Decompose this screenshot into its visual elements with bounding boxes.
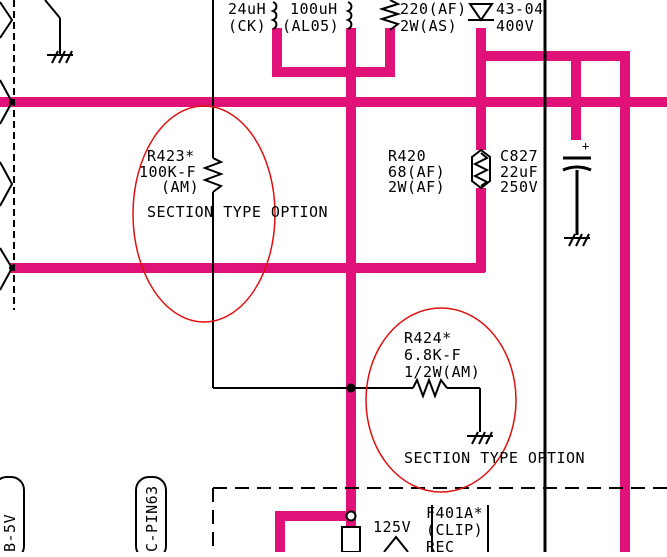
svg-text:+: + <box>582 139 590 153</box>
top-resistor-symbol <box>378 0 402 31</box>
diode-symbol <box>468 3 494 22</box>
connector-pin <box>0 1 14 39</box>
bottom-component-body <box>341 526 361 553</box>
c827-capacitor-symbol: + <box>562 139 592 172</box>
c827-value: 22uF <box>500 163 538 181</box>
r424-value: 6.8K-F <box>404 346 461 364</box>
junction-ring <box>345 510 357 522</box>
ground-symbol <box>47 50 73 64</box>
junction-dot <box>346 383 356 393</box>
l2-label: 100uH <box>290 0 338 18</box>
magenta-traces <box>0 28 667 552</box>
r420-power: 2W(AF) <box>388 178 445 196</box>
r424-power: 1/2W(AM) <box>404 363 480 381</box>
r420-ref: R420 <box>388 147 426 165</box>
diode-label-sub: 400V <box>496 17 534 35</box>
b5v-label: B-5V <box>1 514 19 552</box>
c827-ref: C827 <box>500 147 538 165</box>
connector-node <box>9 265 15 271</box>
wire-top-left <box>44 0 61 19</box>
r423-ref: R423* <box>147 147 195 165</box>
inductor-l1 <box>270 1 278 30</box>
fuse-rec: REC <box>426 538 455 552</box>
bottom-triangle-symbol <box>383 535 409 553</box>
fuse-ref: F401A* <box>426 504 483 522</box>
text-labels: 24uH (CK) 100uH (AL05) 220(AF) 2W(AS) 43… <box>1 0 585 556</box>
ground-symbol <box>467 431 493 445</box>
r423-value: 100K-F <box>139 163 196 181</box>
connector-pin <box>0 161 14 207</box>
inductor-symbols <box>270 1 353 30</box>
ground-symbols <box>47 50 590 445</box>
fuse-note: (CLIP) <box>426 521 483 539</box>
l1-label: 24uH <box>228 0 266 18</box>
highlight-ellipse-r423 <box>132 105 276 323</box>
section-type-option-note: SECTION TYPE OPTION <box>147 203 328 221</box>
r423-resistor-symbol <box>202 157 224 193</box>
l1-label-sub: (CK) <box>228 17 266 35</box>
connector-pins <box>0 1 15 291</box>
label-box-b5v <box>0 476 25 557</box>
l2-label-sub: (AL05) <box>282 17 339 35</box>
black-wiring <box>13 0 667 552</box>
junction-nodes <box>341 383 361 553</box>
connector-node <box>9 99 15 105</box>
diode-label: 43-04 <box>496 0 544 18</box>
trace-bottom-left <box>275 511 351 552</box>
voltage-label: 125V <box>373 518 411 536</box>
top-resistor-label-sub: 2W(AS) <box>400 17 457 35</box>
ground-symbol <box>564 233 590 247</box>
r424-resistor-symbol <box>412 377 448 399</box>
inductor-l2 <box>345 1 353 30</box>
section-type-option-note: SECTION TYPE OPTION <box>404 449 585 467</box>
r420-resistor-symbol <box>471 148 491 190</box>
r424-ref: R424* <box>404 329 452 347</box>
r420-value: 68(AF) <box>388 163 445 181</box>
top-resistor-label: 220(AF) <box>400 0 467 18</box>
pin-label: C-PIN63 <box>143 485 161 552</box>
r423-model: (AM) <box>161 178 199 196</box>
c827-voltage: 250V <box>500 178 538 196</box>
label-box-pin <box>135 476 167 557</box>
highlight-ellipse-r424 <box>365 307 517 493</box>
trace-inductor-loop <box>272 28 395 77</box>
